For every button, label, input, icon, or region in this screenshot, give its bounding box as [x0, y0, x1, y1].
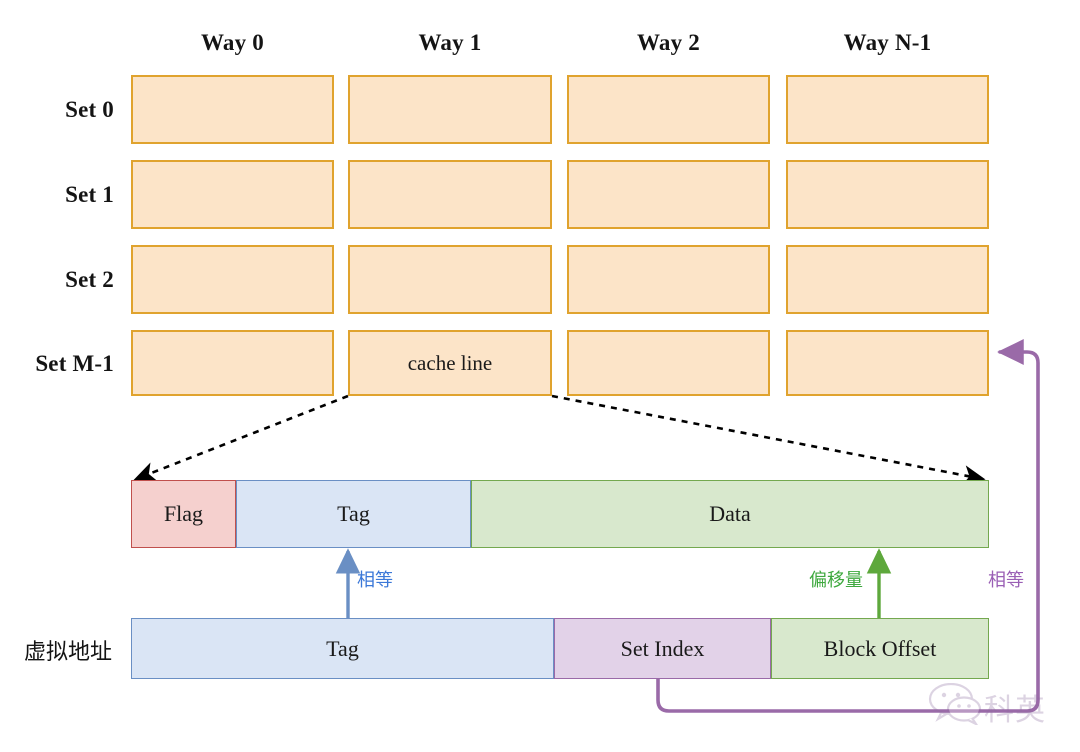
- set-label-text: Set 2: [65, 267, 114, 292]
- way-header-label: Way 0: [201, 30, 264, 55]
- set-label-3: Set M-1: [0, 351, 114, 377]
- cache-cell-set0-wayN1[interactable]: [786, 75, 989, 144]
- cache-cell-set1-wayN1[interactable]: [786, 160, 989, 229]
- virtual-address-label-text: 虚拟地址: [24, 640, 113, 665]
- cache-cell-set0-way2[interactable]: [567, 75, 770, 144]
- wechat-icon: [928, 682, 982, 727]
- dashed-connector-left: [133, 394, 349, 482]
- cache-cell-set1-way2[interactable]: [567, 160, 770, 229]
- way-header-1: Way 1: [348, 30, 552, 56]
- set-label-text: Set 1: [65, 182, 114, 207]
- annotation-block-offset: 偏移量: [809, 566, 863, 592]
- annotation-text: 偏移量: [809, 570, 863, 591]
- cache-cell-label: cache line: [407, 350, 493, 375]
- va-segment-block-offset[interactable]: Block Offset: [771, 618, 989, 679]
- segment-label: Tag: [326, 635, 359, 661]
- cache-cell-set0-way1[interactable]: [348, 75, 552, 144]
- cacheline-segment-flag[interactable]: Flag: [131, 480, 236, 548]
- way-header-3: Way N-1: [786, 30, 989, 56]
- cache-cell-set0-way0[interactable]: [131, 75, 334, 144]
- cache-cell-setM1-way2[interactable]: [567, 330, 770, 396]
- segment-label: Data: [709, 501, 751, 526]
- cache-cell-set1-way1[interactable]: [348, 160, 552, 229]
- annotation-tag-compare: 相等: [357, 566, 393, 592]
- way-header-0: Way 0: [131, 30, 334, 56]
- annotation-set-index-match: 相等: [988, 566, 1024, 592]
- cache-cell-set2-way0[interactable]: [131, 245, 334, 314]
- set-label-0: Set 0: [0, 97, 114, 123]
- segment-label: Block Offset: [823, 635, 937, 661]
- watermark-text: 科英: [984, 693, 1046, 728]
- cache-cell-setM1-wayN1[interactable]: [786, 330, 989, 396]
- cache-cell-set2-wayN1[interactable]: [786, 245, 989, 314]
- virtual-address-label: 虚拟地址: [24, 634, 112, 666]
- cache-cell-set2-way2[interactable]: [567, 245, 770, 314]
- set-label-text: Set M-1: [35, 351, 114, 376]
- watermark: 科英: [928, 682, 1058, 735]
- set-label-2: Set 2: [0, 267, 114, 293]
- way-header-label: Way 2: [637, 30, 700, 55]
- cache-cell-setM1-way0[interactable]: [131, 330, 334, 396]
- segment-label: Tag: [337, 501, 370, 526]
- annotation-text: 相等: [357, 570, 393, 591]
- va-segment-set-index[interactable]: Set Index: [554, 618, 771, 679]
- cache-cell-set2-way1[interactable]: [348, 245, 552, 314]
- cache-cell-set1-way0[interactable]: [131, 160, 334, 229]
- cache-cell-setM1-way1[interactable]: cache line: [348, 330, 552, 396]
- va-segment-tag[interactable]: Tag: [131, 618, 554, 679]
- dashed-connector-right: [551, 394, 986, 486]
- way-header-label: Way 1: [418, 30, 482, 55]
- set-label-1: Set 1: [0, 182, 114, 208]
- way-header-2: Way 2: [567, 30, 770, 56]
- cacheline-segment-tag[interactable]: Tag: [236, 480, 471, 548]
- annotation-text: 相等: [988, 570, 1024, 591]
- segment-label: Set Index: [620, 635, 705, 661]
- set-label-text: Set 0: [65, 97, 114, 122]
- cacheline-segment-data[interactable]: Data: [471, 480, 989, 548]
- segment-label: Flag: [163, 501, 204, 526]
- way-header-label: Way N-1: [843, 30, 932, 55]
